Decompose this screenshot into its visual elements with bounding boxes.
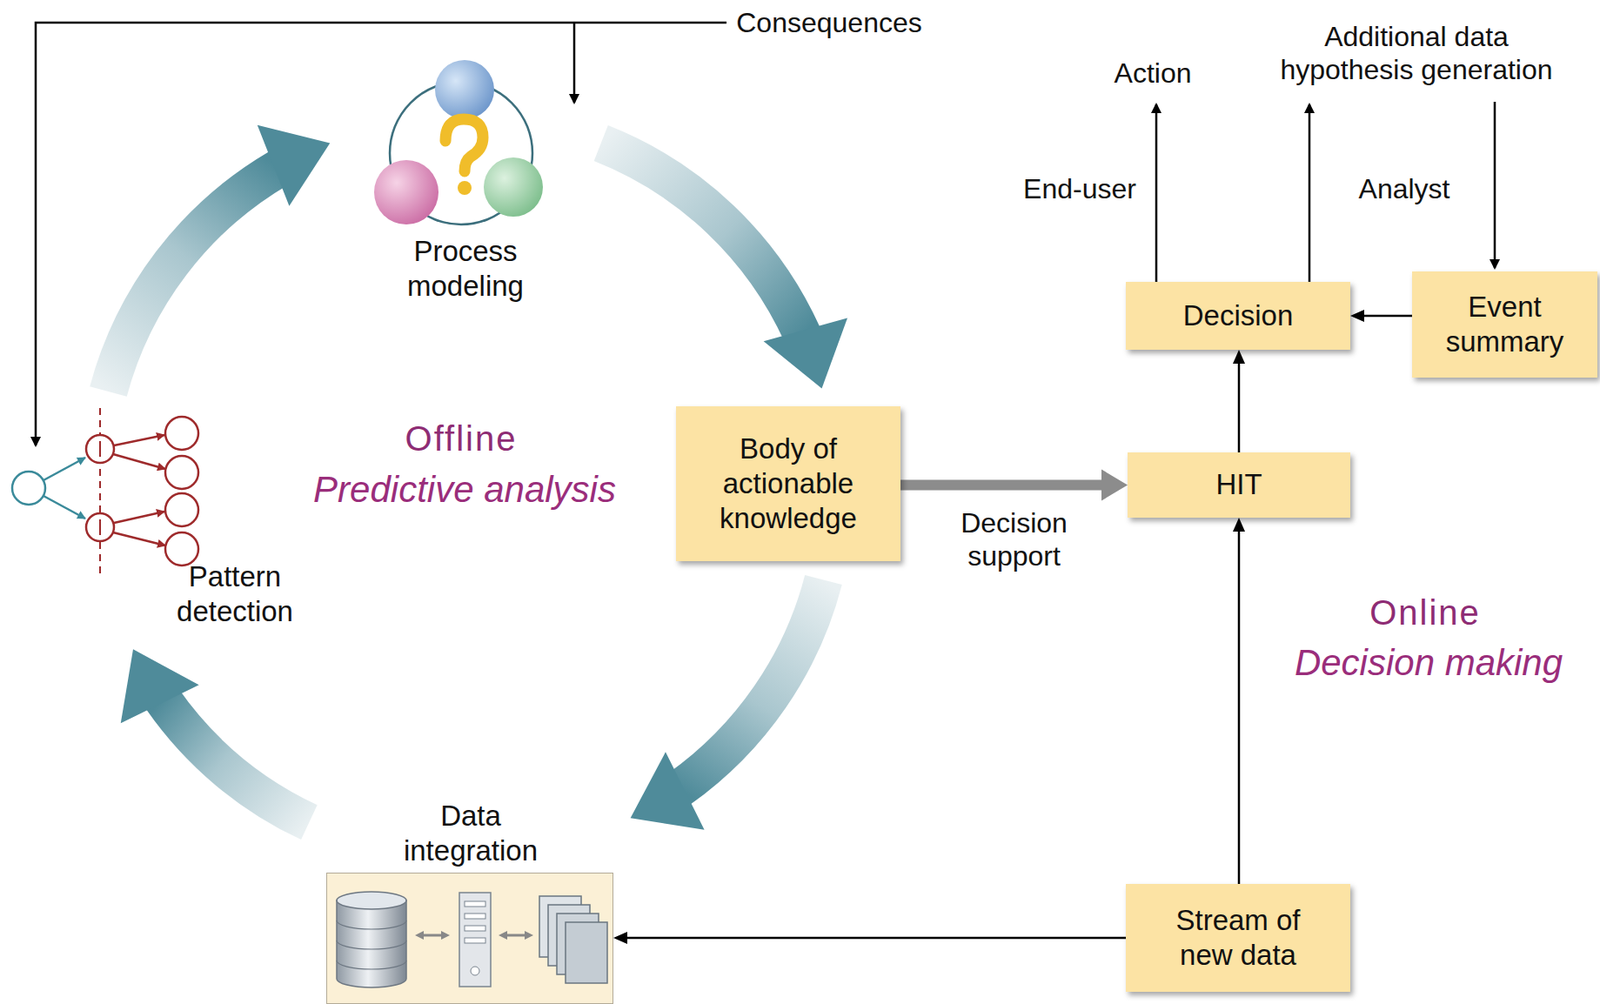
arrow-line [1238, 361, 1241, 453]
data-illustration [326, 872, 614, 1004]
arrow-shaft [107, 167, 278, 392]
server-slot [464, 913, 486, 919]
icon-node: Process modeling [348, 47, 583, 309]
flow-label: Consequences [736, 6, 922, 40]
node-text: HIT [1215, 467, 1262, 503]
pattern-tree [12, 408, 199, 577]
feedback-line [573, 22, 576, 103]
arrow-head [120, 649, 200, 724]
server-slot [464, 925, 486, 931]
data-frame: Data integration [326, 872, 614, 1004]
cycle-arrow [630, 579, 824, 830]
node-text: Process modeling [374, 234, 557, 305]
data-box-fill [326, 872, 614, 1004]
arrow-head [1232, 517, 1246, 532]
document-page [565, 922, 608, 984]
tree-branch [113, 532, 166, 546]
database-body [336, 900, 407, 988]
cycle-arrow [120, 649, 310, 823]
leaf-circle [165, 416, 199, 450]
flow-arrow [1232, 349, 1246, 453]
arrow-shaft [679, 579, 824, 789]
node-text: Stream of new data [1159, 903, 1317, 974]
green-ball [483, 157, 543, 217]
flow-arrow [613, 931, 1126, 944]
exchange-arrow [419, 934, 446, 938]
feedback-line [35, 22, 727, 446]
tree-branch [43, 457, 86, 481]
root-circle [12, 471, 46, 505]
split-circle [86, 513, 114, 542]
arrow-head [1232, 349, 1246, 364]
leaf-circle [165, 493, 199, 527]
arrow-line [1362, 314, 1413, 318]
arrow-head [257, 125, 330, 207]
exchange-arrow [502, 934, 529, 938]
arrow-line [900, 480, 1104, 491]
flow-label: Action [1114, 56, 1192, 90]
flow-label: End-user [1023, 172, 1137, 206]
arrow-line [625, 937, 1126, 940]
icon-node: Pattern detection [8, 408, 331, 631]
node-text: Pattern detection [143, 559, 327, 630]
node-text: Event summary [1424, 289, 1586, 361]
output-line [1308, 104, 1312, 282]
arrow-shaft [601, 143, 803, 335]
phase-label: Online [1369, 591, 1481, 634]
server-button [470, 966, 480, 976]
arrow-head [1350, 309, 1365, 322]
question-dot [457, 180, 472, 195]
node-text: Data integration [374, 798, 567, 870]
split-line [99, 408, 101, 577]
phase-label: Decision making [1294, 641, 1563, 685]
blue-ball [435, 60, 495, 120]
arrow-shaft [161, 698, 309, 823]
database-rings [336, 920, 407, 970]
tree-branch [113, 511, 165, 523]
split-mark [99, 519, 101, 536]
arrow-head [613, 931, 628, 944]
leaf-circle [165, 455, 199, 489]
cycle-arrow [107, 125, 330, 392]
arrow-line [1238, 529, 1241, 884]
cycle-arrow [601, 143, 848, 389]
phase-label: Offline [405, 417, 518, 460]
input-line [1493, 101, 1497, 268]
node-text: Body of actionable knowledge [688, 431, 889, 537]
tree-branch [113, 435, 165, 446]
flow-arrow [1350, 309, 1413, 322]
server-tower [459, 892, 491, 987]
split-mark [99, 441, 101, 457]
process-box: Stream of new data [1125, 883, 1351, 992]
arrow-head [763, 318, 848, 389]
output-line [1155, 104, 1159, 282]
arrow-head [1101, 469, 1128, 502]
split-circle [86, 435, 114, 463]
process-box: Body of actionable knowledge [676, 406, 901, 562]
question-mark [445, 119, 483, 172]
server-slot [464, 937, 486, 944]
flow-arrow [1232, 517, 1246, 884]
tree-branch [113, 454, 166, 469]
flow-label: Analyst [1358, 172, 1451, 206]
process-box: Decision [1125, 281, 1351, 350]
tree-branch [43, 495, 86, 519]
phase-label: Predictive analysis [313, 468, 616, 512]
flow-arrow [900, 469, 1128, 502]
process-box: Event summary [1412, 271, 1598, 378]
server-slot [464, 901, 486, 907]
flow-label: Additional data hypothesis generation [1259, 20, 1574, 88]
edge-label: Decision support [937, 503, 1092, 575]
arrow-head [630, 751, 705, 830]
database-top [336, 891, 407, 910]
process-box: HIT [1127, 452, 1351, 518]
pink-ball [374, 160, 439, 225]
process-icon [374, 60, 543, 225]
node-text: Decision [1183, 298, 1294, 334]
